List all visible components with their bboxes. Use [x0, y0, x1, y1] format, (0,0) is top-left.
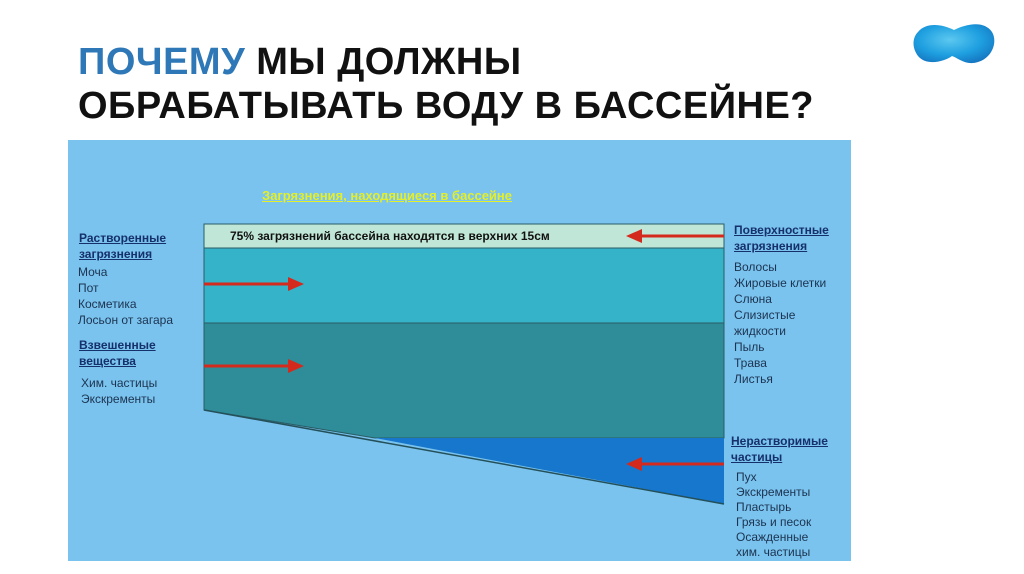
title-line-1-rest: МЫ ДОЛЖНЫ: [256, 41, 522, 83]
surface-item: Слизистые: [734, 308, 796, 322]
surface-item: Трава: [734, 356, 767, 370]
middle-water-layer: [203, 322, 725, 439]
insoluble-item: хим. частицы: [736, 545, 811, 559]
insoluble-item: Экскременты: [736, 485, 811, 499]
surface-item: Волосы: [734, 260, 777, 274]
surface-header: Поверхностные загрязнения: [734, 223, 829, 253]
title-line-2: ОБРАБАТЫВАТЬ ВОДУ В БАССЕЙНЕ?: [78, 85, 815, 127]
pool-contamination-diagram: Загрязнения, находящиеся в бассейне 75% …: [68, 140, 851, 561]
diagram-title: Загрязнения, находящиеся в бассейне: [262, 188, 513, 203]
arrow-insoluble-left: [626, 457, 724, 471]
dissolved-item: Моча: [78, 265, 108, 279]
suspended-header: Взвешенные вещества: [79, 338, 156, 368]
surface-item: Листья: [734, 372, 773, 386]
suspended-item: Экскременты: [81, 392, 156, 406]
dissolved-item: Лосьон от загара: [78, 313, 173, 327]
dissolved-item: Косметика: [78, 297, 137, 311]
surface-item: жидкости: [734, 324, 786, 338]
surface-banner-text: 75% загрязнений бассейна находятся в вер…: [230, 229, 550, 243]
pool-bottom-slope-line: [203, 409, 725, 505]
blue-blob-logo-icon: [913, 24, 995, 64]
arrow-surface-left: [626, 229, 724, 243]
title-accent-word: ПОЧЕМУ: [78, 41, 246, 83]
slide-title: ПОЧЕМУ МЫ ДОЛЖНЫ ОБРАБАТЫВАТЬ ВОДУ В БАС…: [78, 40, 814, 128]
insoluble-item: Пух: [736, 470, 757, 484]
surface-item: Жировые клетки: [734, 276, 827, 290]
suspended-item: Хим. частицы: [81, 376, 158, 390]
insoluble-item: Грязь и песок: [736, 515, 812, 529]
insoluble-header: Нерастворимые частицы: [731, 434, 828, 464]
arrow-suspended-right: [204, 359, 304, 373]
surface-item: Пыль: [734, 340, 765, 354]
insoluble-item: Пластырь: [736, 500, 792, 514]
surface-item: Слюна: [734, 292, 772, 306]
dissolved-item: Пот: [78, 281, 99, 295]
pool-layers-graphic: [203, 223, 725, 505]
arrow-dissolved-right: [204, 277, 304, 291]
dissolved-header: Растворенные загрязнения: [79, 231, 167, 261]
insoluble-item: Осажденные: [736, 530, 809, 544]
